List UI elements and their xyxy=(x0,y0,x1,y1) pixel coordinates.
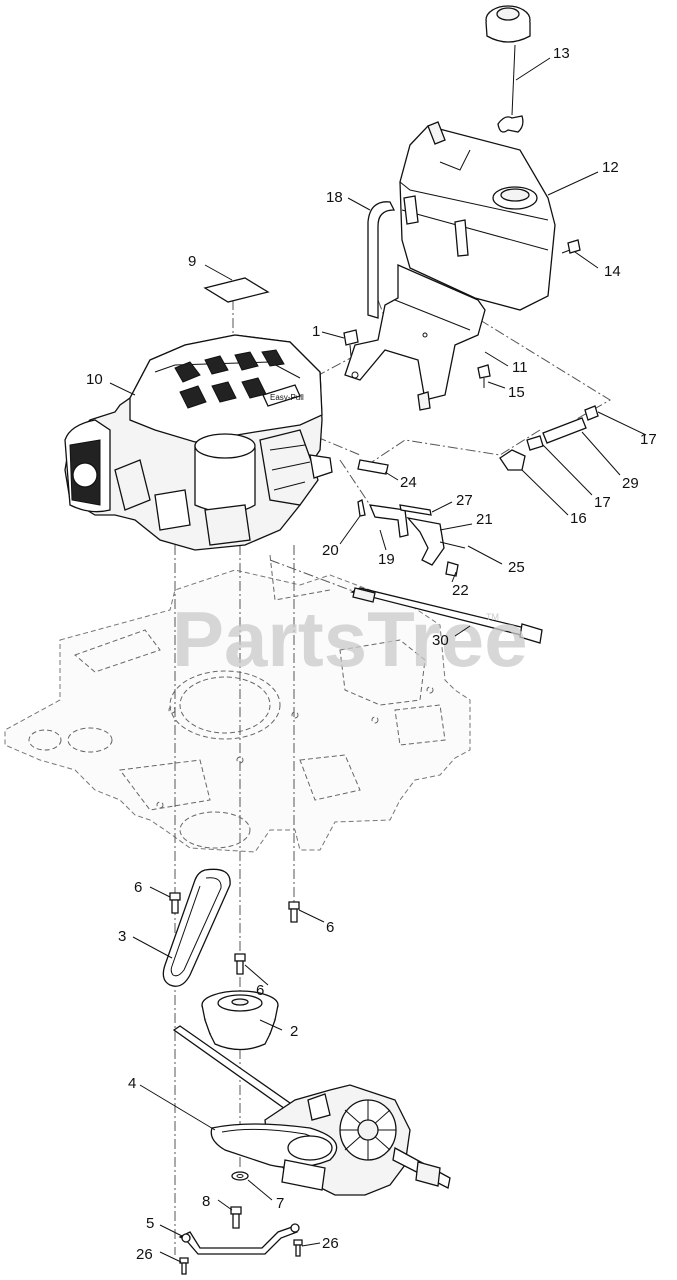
part-24 xyxy=(357,459,389,475)
washer-7 xyxy=(231,1171,249,1181)
callout-7: 7 xyxy=(276,1195,284,1212)
callout-19: 19 xyxy=(378,551,395,568)
callout-17-lower: 17 xyxy=(594,494,611,511)
leader-lines xyxy=(109,57,647,1263)
callout-21: 21 xyxy=(476,511,493,528)
callout-26-left: 26 xyxy=(136,1246,153,1263)
clamp-17b xyxy=(526,435,544,451)
callout-2: 2 xyxy=(290,1023,298,1040)
part-25 xyxy=(439,541,466,549)
drive-belt-3 xyxy=(162,868,231,987)
bolt-8 xyxy=(230,1206,242,1229)
fuel-tank xyxy=(399,121,556,311)
callout-4: 4 xyxy=(128,1075,136,1092)
bolt-6-center xyxy=(234,953,246,975)
callout-27: 27 xyxy=(456,492,473,509)
engine-easy-pull-label: Easy-Pull xyxy=(270,393,304,402)
fuel-fittings xyxy=(499,405,599,471)
callout-9: 9 xyxy=(188,253,196,270)
bolt-6-left xyxy=(169,892,181,914)
bolt-6-right xyxy=(288,901,300,923)
fuel-cap xyxy=(485,5,531,133)
callout-26-right: 26 xyxy=(322,1235,339,1252)
callout-8: 8 xyxy=(202,1193,210,1210)
tank-bracket xyxy=(344,264,486,411)
fuel-filter-16 xyxy=(499,449,526,471)
callout-6-left: 6 xyxy=(134,879,142,896)
deck-frame-phantom xyxy=(4,554,471,853)
callout-15: 15 xyxy=(508,384,525,401)
decal-9 xyxy=(203,277,270,303)
callout-5: 5 xyxy=(146,1215,154,1232)
watermark-text: PartsTree xyxy=(172,595,528,683)
bolt-15 xyxy=(477,364,491,388)
part-20 xyxy=(357,499,366,517)
callout-1: 1 xyxy=(312,323,320,340)
watermark-trademark: TM xyxy=(486,612,499,622)
callout-25: 25 xyxy=(508,559,525,576)
callout-16: 16 xyxy=(570,510,587,527)
part-21 xyxy=(406,517,445,566)
callout-labels: 13 12 18 9 14 1 11 10 15 17 29 17 16 24 … xyxy=(86,45,657,1263)
partstree-watermark: PartsTree TM xyxy=(172,595,528,683)
vent-hose xyxy=(367,201,396,319)
bracket-rod-5 xyxy=(178,1223,300,1255)
callout-10: 10 xyxy=(86,371,103,388)
bolt-26-right xyxy=(293,1239,303,1257)
transaxle-4 xyxy=(210,1084,451,1196)
callout-6-center: 6 xyxy=(256,982,264,999)
engine: Easy-Pull xyxy=(64,334,333,551)
callout-17-upper: 17 xyxy=(640,431,657,448)
part-22 xyxy=(445,561,459,577)
callout-18: 18 xyxy=(326,189,343,206)
throttle-cable-30 xyxy=(350,587,543,644)
bolt-26-left xyxy=(179,1257,189,1275)
callout-11: 11 xyxy=(512,359,528,376)
callout-14: 14 xyxy=(604,263,621,280)
pulley-2 xyxy=(201,990,279,1051)
callout-29: 29 xyxy=(622,475,639,492)
clamp-17a xyxy=(584,405,599,421)
bolt-1 xyxy=(343,329,359,357)
callout-24: 24 xyxy=(400,474,417,491)
callout-3: 3 xyxy=(118,928,126,945)
callout-30: 30 xyxy=(432,632,449,649)
throttle-control-assembly xyxy=(357,459,466,577)
callout-12: 12 xyxy=(602,159,619,176)
bolt-14 xyxy=(561,239,581,254)
callout-22: 22 xyxy=(452,582,469,599)
callout-20: 20 xyxy=(322,542,339,559)
part-27 xyxy=(399,504,432,516)
callout-6-right: 6 xyxy=(326,919,334,936)
callout-13: 13 xyxy=(553,45,570,62)
fuel-line-29 xyxy=(542,417,587,444)
